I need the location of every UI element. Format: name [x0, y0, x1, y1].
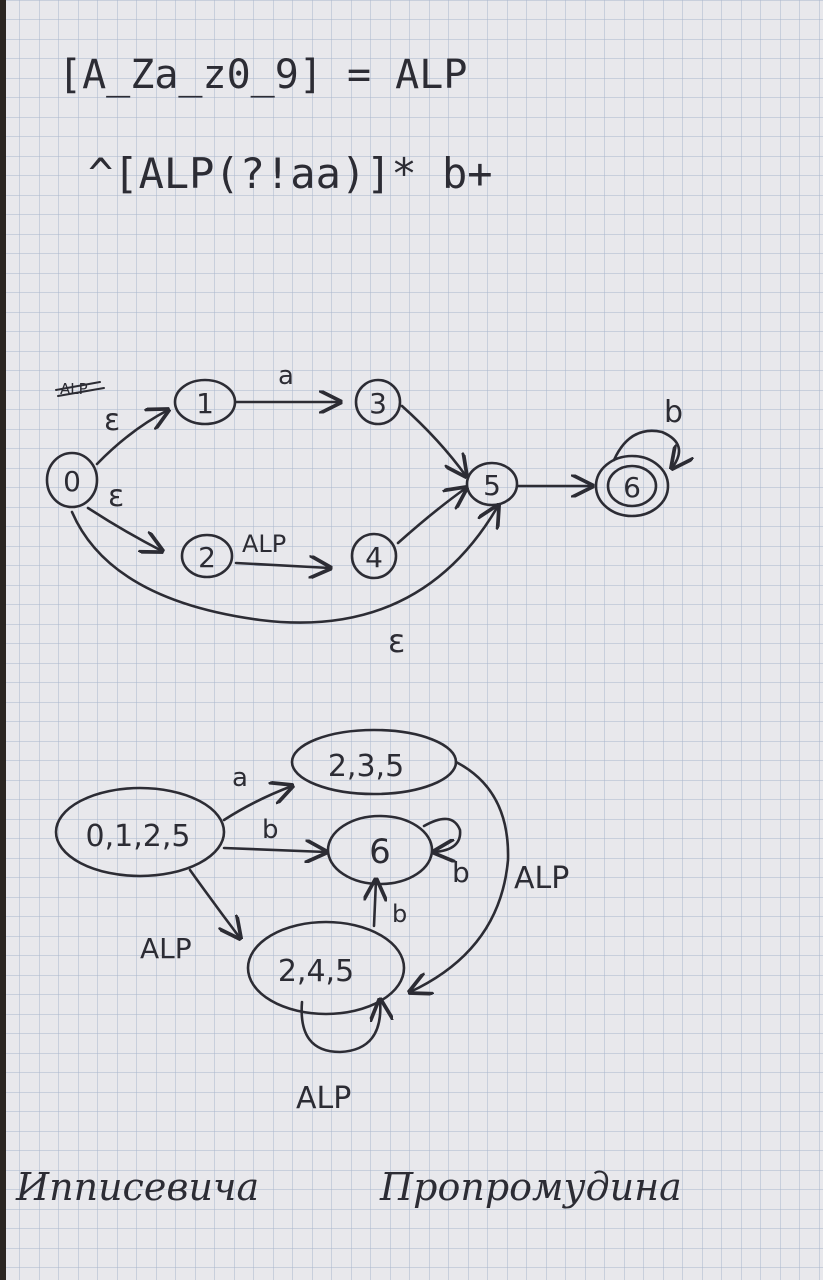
svg-text:2: 2	[198, 541, 216, 574]
signature-right: Пропромудина	[379, 1165, 682, 1209]
svg-text:2,3,5: 2,3,5	[328, 749, 404, 784]
label-a: a	[232, 763, 248, 793]
edge-start-235	[222, 786, 292, 822]
label-b-245-6: b	[392, 900, 407, 928]
grid-lines	[6, 0, 823, 1280]
svg-text:0: 0	[63, 465, 81, 498]
dfa-state-0125: 0,1,2,5	[54, 786, 226, 878]
label-b-start: b	[262, 815, 279, 845]
label-alp-235-245: ALP	[514, 861, 569, 896]
label-eps-0-5: ε	[388, 622, 405, 660]
edge-4-5	[396, 488, 466, 545]
nfa-state-2: 2	[180, 533, 234, 579]
edge-6-6-loop	[612, 429, 679, 468]
edge-235-245	[410, 760, 510, 992]
label-alp-2-4: ALP	[242, 530, 286, 558]
strike-line	[57, 387, 105, 397]
label-eps-0-1: ε	[104, 403, 120, 438]
dfa-state-235: 2,3,5	[290, 728, 458, 796]
signature-left: Ипписевича	[15, 1165, 259, 1209]
dfa-diagram: 0,1,2,5 2,3,5 6 2,4,5 a b ALP b ALP b AL…	[54, 728, 569, 1116]
nfa-diagram: ALP 0 1 3 2 4	[45, 361, 683, 660]
svg-text:6: 6	[369, 832, 391, 872]
edge-3-5	[400, 404, 466, 476]
nfa-state-5: 5	[465, 461, 519, 507]
dfa-state-6: 6	[326, 814, 434, 886]
label-alp-start: ALP	[140, 932, 192, 965]
dfa-state-245: 2,4,5	[246, 920, 406, 1016]
edge-0-5	[70, 506, 498, 624]
label-b-self: b	[452, 856, 470, 889]
svg-text:0,1,2,5: 0,1,2,5	[86, 819, 191, 854]
svg-text:2,4,5: 2,4,5	[278, 954, 354, 989]
nfa-state-4: 4	[350, 532, 398, 580]
edge-0-1	[95, 410, 168, 466]
regex-expression: ^[ALP(?!aa)]* b+	[88, 149, 493, 198]
svg-text:5: 5	[483, 469, 501, 502]
edge-6-self	[422, 817, 462, 852]
edge-2-4	[234, 563, 330, 568]
svg-text:6: 6	[623, 471, 641, 504]
edge-245-6	[374, 880, 376, 928]
nfa-state-0: 0	[45, 451, 99, 509]
svg-text:3: 3	[369, 387, 387, 420]
svg-text:1: 1	[196, 387, 214, 420]
label-a-1-3: a	[278, 361, 294, 391]
nfa-state-1: 1	[173, 378, 237, 426]
edge-245-self	[300, 1000, 381, 1054]
label-b-6-6: b	[664, 395, 683, 430]
label-eps-0-2: ε	[108, 479, 124, 514]
edge-0-2	[86, 506, 162, 551]
svg-text:4: 4	[365, 541, 383, 574]
nfa-state-3: 3	[354, 378, 402, 426]
edge-start-245	[188, 868, 240, 938]
strike-line	[55, 381, 101, 391]
alp-definition: [A_Za_z0_9] = ALP	[58, 52, 467, 98]
label-alp-self: ALP	[296, 1081, 351, 1116]
edge-start-6	[222, 848, 326, 852]
nfa-state-6-accepting: 6	[594, 454, 670, 518]
